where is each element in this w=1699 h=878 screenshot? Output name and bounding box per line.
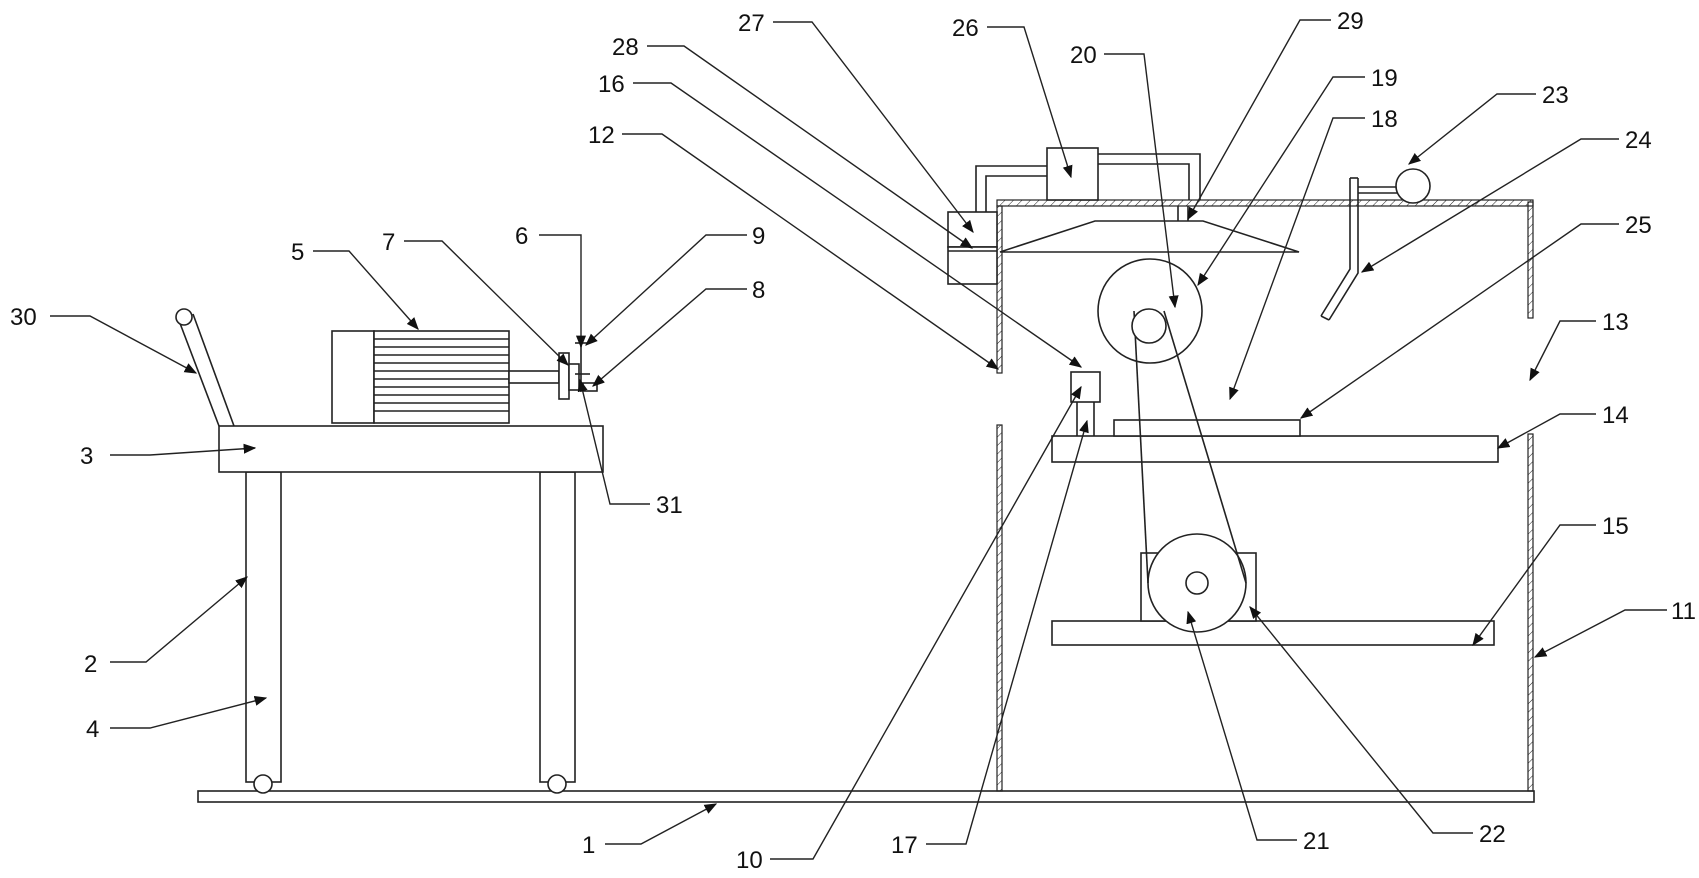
callout-label-14: 14 <box>1602 402 1629 429</box>
base-plate <box>197 790 1535 803</box>
callout-label-4: 4 <box>86 716 99 743</box>
motor-shaft <box>508 370 560 384</box>
callout-label-5: 5 <box>291 239 304 266</box>
callout-label-30: 30 <box>10 304 37 331</box>
pressure-gauge <box>1395 168 1431 204</box>
callout-label-29: 29 <box>1337 8 1364 35</box>
leader-lines <box>50 19 1667 860</box>
callout-label-20: 20 <box>1070 42 1097 69</box>
table-top <box>218 425 604 473</box>
pump-box <box>1046 147 1099 201</box>
callout-label-1: 1 <box>582 832 595 859</box>
callout-label-21: 21 <box>1303 828 1330 855</box>
valve-box-upper <box>947 211 998 248</box>
upper-wheel-hub <box>1131 308 1167 344</box>
bearing-seat <box>1113 419 1301 437</box>
callout-label-26: 26 <box>952 15 979 42</box>
callout-label-15: 15 <box>1602 513 1629 540</box>
motor-body <box>373 330 510 424</box>
callout-label-23: 23 <box>1542 82 1569 109</box>
callout-label-9: 9 <box>752 223 765 250</box>
callout-label-11: 11 <box>1671 598 1696 625</box>
callout-label-27: 27 <box>738 10 765 37</box>
callout-label-24: 24 <box>1625 127 1652 154</box>
callout-label-10: 10 <box>736 847 763 874</box>
top-devices <box>947 147 1431 321</box>
shelves <box>1051 419 1499 646</box>
callout-label-25: 25 <box>1625 212 1652 239</box>
callout-labels: 1 2 3 4 5 6 7 8 9 10 11 12 13 14 15 16 1… <box>10 8 1696 874</box>
handle-knob <box>175 308 193 326</box>
table-leg-left <box>245 471 282 783</box>
table-leg-right <box>539 471 576 783</box>
callout-label-12: 12 <box>588 122 615 149</box>
callout-label-18: 18 <box>1371 106 1398 133</box>
belt-drive <box>1097 258 1257 633</box>
callout-label-6: 6 <box>515 223 528 250</box>
callout-label-2: 2 <box>84 651 97 678</box>
motor-endcap <box>331 330 375 424</box>
coupling-plate <box>558 352 570 400</box>
callout-label-16: 16 <box>598 71 625 98</box>
main-housing <box>996 199 1534 792</box>
motor-assembly <box>331 330 598 424</box>
callout-label-7: 7 <box>382 229 395 256</box>
spray-hood <box>999 220 1300 253</box>
callout-label-8: 8 <box>752 277 765 304</box>
table-assembly <box>175 308 604 794</box>
valve-box-lower <box>947 246 998 285</box>
upper-shelf <box>1051 435 1499 463</box>
callout-label-28: 28 <box>612 34 639 61</box>
callout-label-13: 13 <box>1602 309 1629 336</box>
callout-label-19: 19 <box>1371 65 1398 92</box>
callout-label-31: 31 <box>656 492 683 519</box>
callout-label-17: 17 <box>891 832 918 859</box>
lower-shelf <box>1051 620 1495 646</box>
callout-label-22: 22 <box>1479 821 1506 848</box>
callout-label-3: 3 <box>80 443 93 470</box>
